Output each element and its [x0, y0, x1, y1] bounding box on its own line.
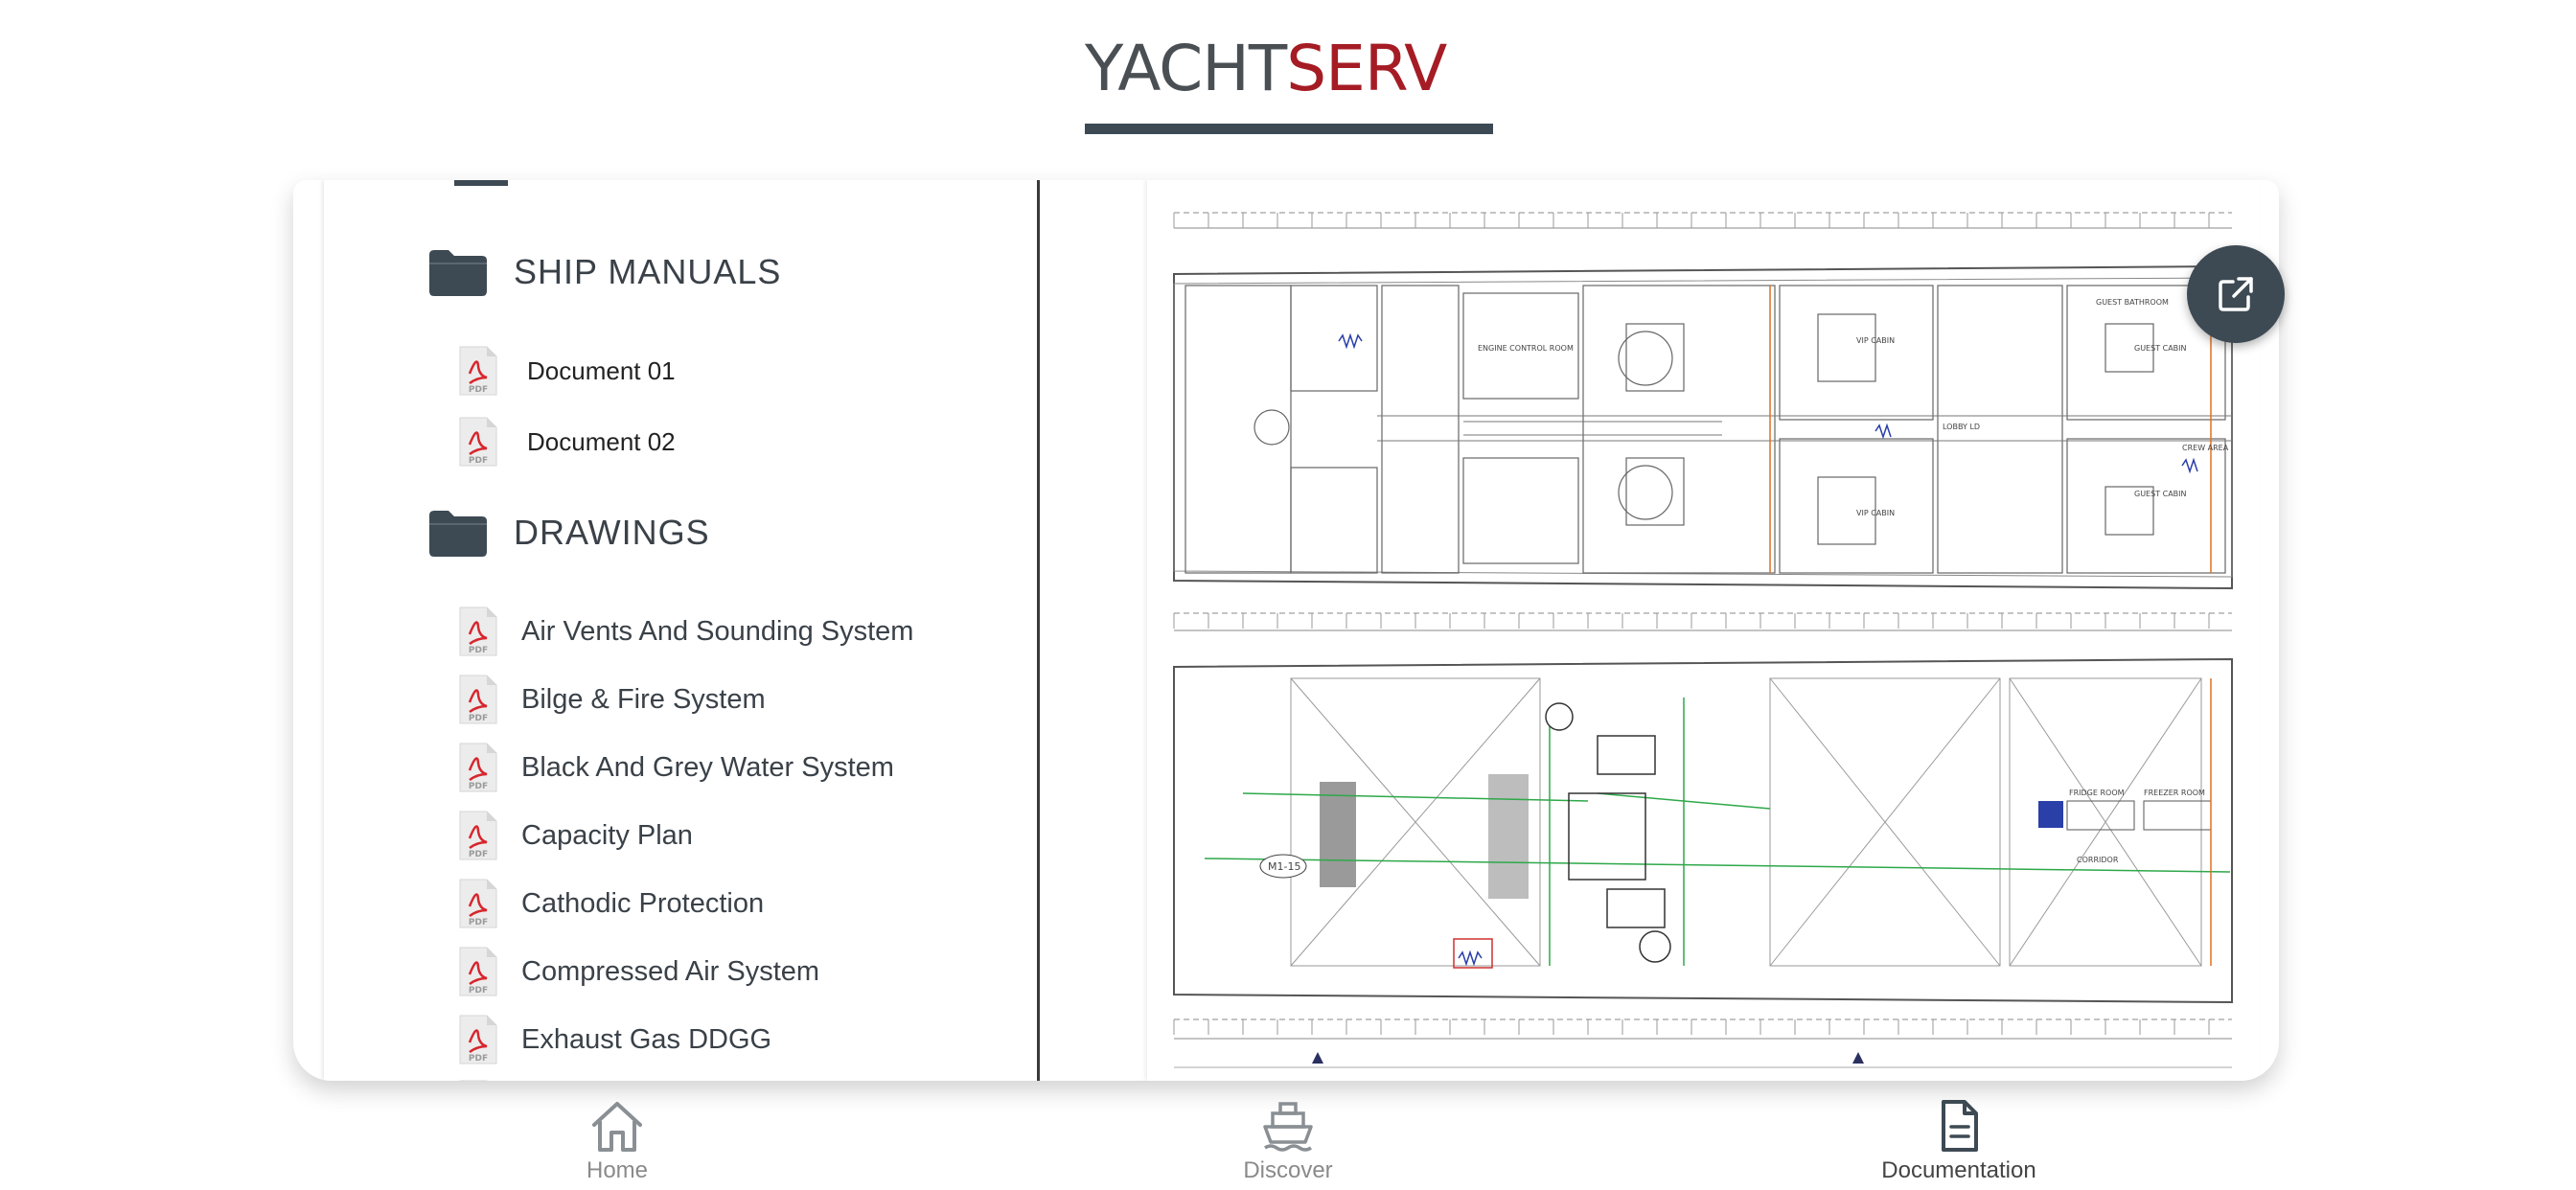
document-item-partial[interactable] — [458, 1079, 498, 1081]
drawing-label: M1-15 — [1268, 860, 1300, 873]
brand-underline — [1085, 124, 1493, 134]
pdf-icon: PDF — [459, 947, 497, 996]
splitter-gap — [1040, 180, 1147, 1081]
document-label: Capacity Plan — [521, 819, 693, 851]
document-label: Document 01 — [527, 355, 676, 385]
pdf-icon — [459, 1080, 488, 1081]
svg-text:PDF: PDF — [469, 850, 488, 859]
document-label: Exhaust Gas DDGG — [521, 1023, 772, 1055]
deck-plan-drawing: ENGINE CONTROL ROOM LOBBY LD VIP CABIN V… — [1173, 212, 2233, 1068]
brand-logo-part1: YACHT — [1085, 32, 1287, 105]
brand-logo-part2: SERV — [1286, 32, 1447, 105]
svg-text:PDF: PDF — [469, 1054, 488, 1064]
svg-text:PDF: PDF — [469, 646, 488, 655]
pdf-icon: PDF — [459, 1015, 497, 1064]
document-list-panel[interactable]: SHIP MANUALS PDF Document 01 PDF — [324, 180, 933, 1081]
svg-text:PDF: PDF — [469, 782, 488, 791]
drawing-label: GUEST BATHROOM — [2096, 298, 2169, 307]
nav-label: Documentation — [1881, 1157, 2036, 1183]
folder-drawings[interactable]: DRAWINGS — [427, 508, 710, 558]
folder-ship-manuals[interactable]: SHIP MANUALS — [427, 247, 781, 297]
external-link-icon — [2219, 277, 2253, 311]
drawing-label: VIP CABIN — [1856, 336, 1895, 345]
drawing-label: GUEST CABIN — [2134, 344, 2187, 353]
scroll-stub — [454, 180, 508, 186]
document-label: Document 02 — [527, 426, 676, 456]
pdf-icon: PDF — [459, 346, 497, 396]
nav-discover[interactable]: Discover — [1183, 1098, 1393, 1184]
nav-documentation[interactable]: Documentation — [1853, 1098, 2064, 1184]
drawing-label: LOBBY LD — [1943, 423, 1980, 431]
splitter-gap — [933, 180, 1045, 1081]
document-item[interactable]: PDF Bilge & Fire System — [458, 674, 766, 725]
document-label: Bilge & Fire System — [521, 683, 766, 715]
document-item[interactable]: PDF Document 02 — [458, 416, 676, 468]
drawing-label: VIP CABIN — [1856, 509, 1895, 517]
document-item[interactable]: PDF Compressed Air System — [458, 946, 819, 997]
pdf-icon: PDF — [459, 417, 497, 467]
pdf-icon: PDF — [459, 743, 497, 792]
document-item[interactable]: PDF Exhaust Gas DDGG — [458, 1014, 771, 1065]
folder-icon — [429, 511, 487, 557]
folder-label: DRAWINGS — [514, 513, 710, 552]
pdf-icon: PDF — [459, 879, 497, 928]
pdf-icon: PDF — [459, 811, 497, 860]
nav-home[interactable]: Home — [512, 1098, 723, 1184]
splitter-handle[interactable] — [1037, 180, 1040, 1081]
document-label: Air Vents And Sounding System — [521, 615, 914, 647]
svg-text:PDF: PDF — [469, 385, 488, 395]
document-item[interactable]: PDF Air Vents And Sounding System — [458, 606, 913, 657]
document-item[interactable]: PDF Capacity Plan — [458, 810, 693, 861]
document-label: Black And Grey Water System — [521, 751, 894, 783]
document-icon — [1942, 1100, 1978, 1152]
svg-text:PDF: PDF — [469, 714, 488, 723]
home-icon — [592, 1102, 642, 1152]
document-label: Cathodic Protection — [521, 887, 765, 919]
pdf-icon: PDF — [459, 606, 497, 656]
nav-label: Home — [586, 1157, 649, 1183]
document-label: Compressed Air System — [521, 955, 820, 987]
drawing-label: GUEST CABIN — [2134, 490, 2187, 498]
folder-icon — [429, 250, 487, 296]
drawing-label: CORRIDOR — [2077, 856, 2119, 864]
svg-text:PDF: PDF — [469, 918, 488, 927]
document-item[interactable]: PDF Black And Grey Water System — [458, 742, 894, 793]
drawing-label: CREW AREA — [2182, 444, 2229, 452]
svg-text:PDF: PDF — [469, 986, 488, 995]
document-item[interactable]: PDF Cathodic Protection — [458, 878, 764, 929]
ship-icon — [1263, 1102, 1313, 1152]
open-external-button[interactable] — [2187, 245, 2285, 343]
drawing-label: FRIDGE ROOM — [2069, 789, 2125, 797]
drawing-label: FREEZER ROOM — [2144, 789, 2205, 797]
nav-label: Discover — [1243, 1157, 1333, 1183]
drawing-viewer[interactable]: ENGINE CONTROL ROOM LOBBY LD VIP CABIN V… — [1147, 180, 2259, 1081]
drawing-label: ENGINE CONTROL ROOM — [1478, 344, 1574, 353]
document-item[interactable]: PDF Document 01 — [458, 345, 676, 397]
pdf-icon: PDF — [459, 675, 497, 724]
brand-logo: YACHTSERV — [1085, 33, 1487, 105]
documentation-card: SHIP MANUALS PDF Document 01 PDF — [293, 180, 2279, 1081]
svg-text:PDF: PDF — [469, 456, 488, 466]
folder-label: SHIP MANUALS — [514, 252, 782, 291]
